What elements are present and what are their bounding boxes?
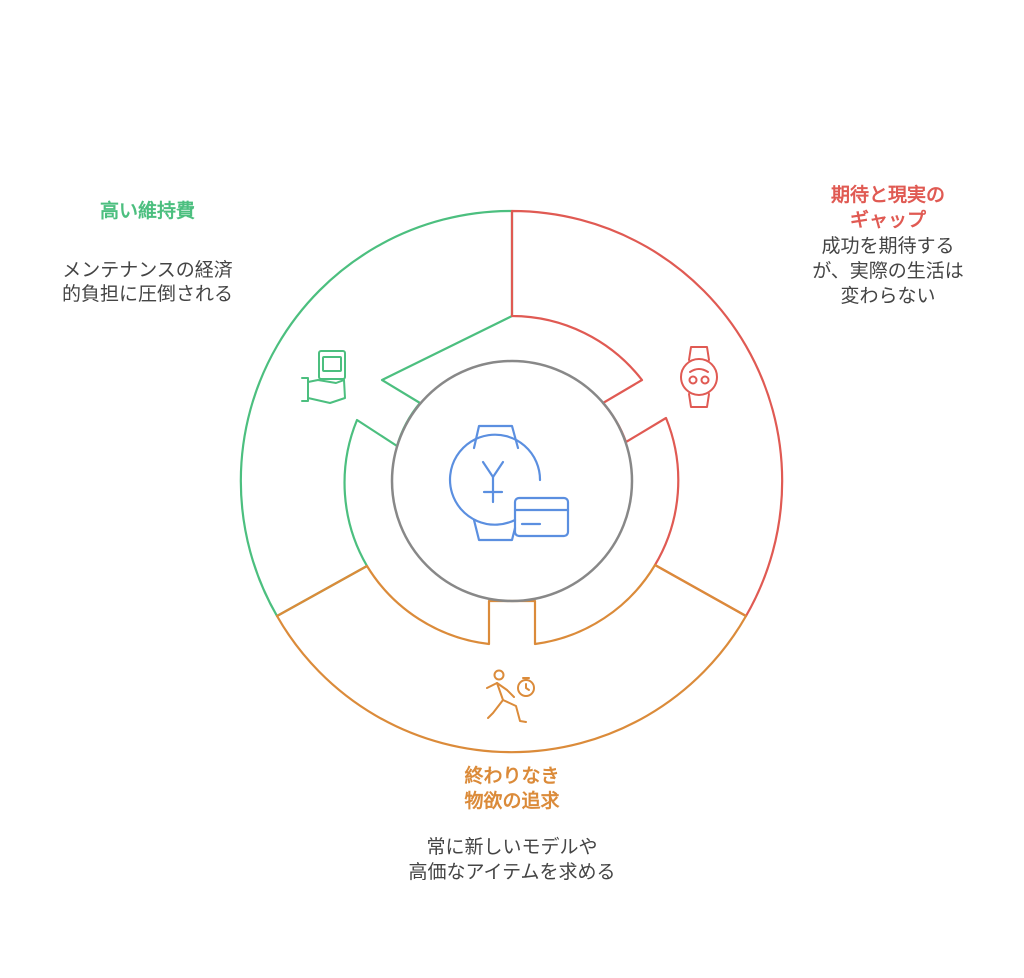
description-line: 成功を期待する: [821, 235, 955, 258]
label-desire: 終わりなき 物欲の追求 常に新しいモデルや 高価なアイテムを求める: [362, 764, 662, 885]
section-title: 期待と現実の ギャップ: [768, 183, 1008, 232]
title-line: 期待と現実の: [830, 184, 945, 206]
description-line: 高価なアイテムを求める: [408, 861, 616, 884]
description-line: メンテナンスの経済: [62, 258, 233, 281]
section-description: 成功を期待する が、実際の生活は 変わらない: [768, 234, 1008, 308]
segment-expectation: [510, 209, 784, 618]
running-person-icon: [486, 669, 535, 723]
money-hand-icon: [301, 350, 346, 404]
section-description: メンテナンスの経済 的負担に圧倒される: [15, 258, 280, 307]
description-line: 的負担に圧倒される: [61, 283, 233, 306]
segment-desire: [275, 563, 748, 754]
title-line: 物欲の追求: [464, 789, 560, 812]
section-description: 常に新しいモデルや 高価なアイテムを求める: [362, 835, 662, 884]
title-line: ギャップ: [849, 208, 926, 231]
description-line: が、実際の生活は: [812, 260, 964, 283]
title-line: 終わりなき: [464, 765, 560, 787]
center-ring: [390, 359, 634, 603]
label-maintenance: 高い維持費 メンテナンスの経済 的負担に圧倒される: [15, 199, 280, 307]
description-line: 常に新しいモデルや: [426, 836, 598, 859]
label-expectation: 期待と現実の ギャップ 成功を期待する が、実際の生活は 変わらない: [768, 183, 1008, 308]
segment-maintenance: [239, 209, 514, 618]
section-title: 高い維持費: [99, 200, 195, 222]
section-title: 終わりなき 物欲の追求: [362, 764, 662, 813]
smartwatch-icon: [680, 346, 718, 408]
description-line: 変わらない: [840, 284, 936, 307]
watch-card-icon: [448, 424, 570, 542]
